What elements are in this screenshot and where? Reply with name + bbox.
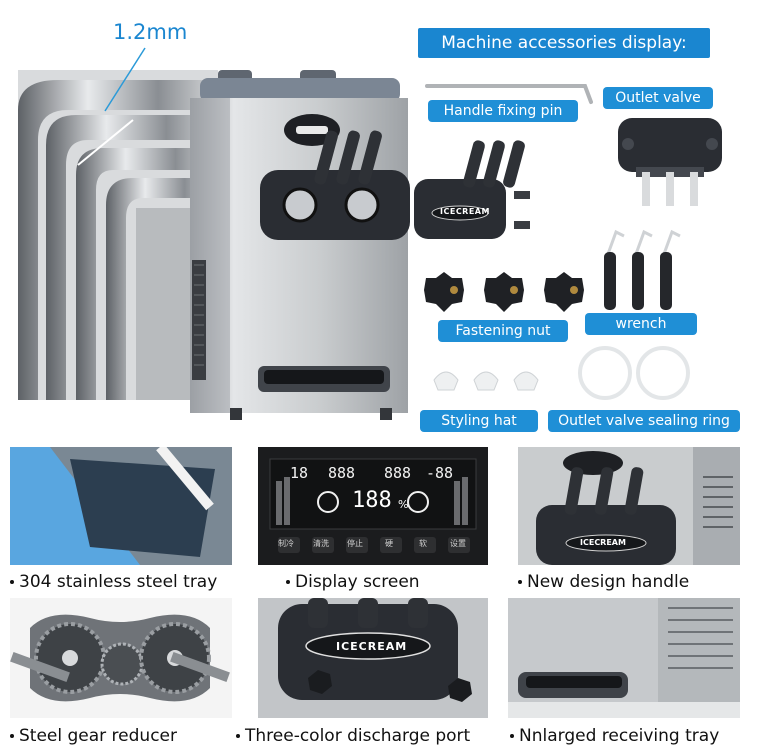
wrench-label: wrench	[585, 313, 697, 335]
sealing-rings-image	[578, 346, 690, 400]
display-button-settings[interactable]: 设置	[450, 539, 466, 548]
handle-fixing-pin-image	[425, 84, 593, 104]
display-digits-top-mid1: 888	[328, 464, 356, 482]
outlet-valve-sealing-ring-label: Outlet valve sealing ring	[548, 410, 740, 432]
fastening-nuts-image	[424, 272, 584, 312]
steel-thickness-illustration	[18, 70, 218, 400]
handle-assembly-image	[414, 140, 530, 239]
thickness-label: 1.2mm	[113, 20, 188, 44]
outlet-valve-label: Outlet valve	[603, 87, 713, 109]
feature-caption-discharge: Three-color discharge port	[236, 726, 470, 746]
new-design-handle-photo	[518, 447, 740, 565]
thickness-pointer	[104, 47, 146, 112]
feature-caption-receiving-tray: Nnlarged receiving tray	[510, 726, 719, 746]
stainless-tray-photo	[10, 447, 232, 565]
steel-gear-reducer-photo	[10, 598, 232, 718]
accessories-title: Machine accessories display:	[418, 28, 710, 58]
display-digits-top-mid2: 888	[384, 464, 412, 482]
handle-assembly-brand: ICECREAM	[440, 207, 490, 216]
fastening-nut-label: Fastening nut	[438, 320, 568, 342]
discharge-port-brand: ICECREAM	[336, 640, 408, 653]
display-percent: %	[398, 498, 409, 511]
feature-caption-gear: Steel gear reducer	[10, 726, 177, 746]
styling-hat-label: Styling hat	[420, 410, 538, 432]
display-digits-top-left: 18	[290, 464, 309, 482]
discharge-port-photo	[258, 598, 488, 718]
receiving-tray-photo	[508, 598, 740, 718]
feature-caption-display: Display screen	[286, 572, 420, 592]
display-button-row: 制冷 清洗 停止 硬 软 设置	[278, 538, 484, 554]
display-screen-photo	[258, 447, 488, 565]
new-handle-brand: ICECREAM	[580, 538, 626, 547]
feature-caption-handle: New design handle	[518, 572, 689, 592]
display-button-hard[interactable]: 硬	[385, 539, 393, 548]
display-button-stop[interactable]: 停止	[347, 539, 363, 548]
feature-caption-tray: 304 stainless steel tray	[10, 572, 217, 592]
display-digits-center: 188	[352, 488, 392, 513]
display-button-soft[interactable]: 软	[419, 539, 427, 548]
ice-cream-machine-main	[190, 70, 418, 420]
styling-hats-image	[433, 371, 539, 391]
outlet-valve-image	[618, 118, 722, 206]
display-button-clean[interactable]: 清洗	[313, 539, 329, 548]
handle-fixing-pin-label: Handle fixing pin	[428, 100, 578, 122]
wrench-image	[604, 229, 681, 310]
display-digits-top-right: -88	[426, 464, 454, 482]
display-button-cool[interactable]: 制冷	[278, 539, 294, 548]
